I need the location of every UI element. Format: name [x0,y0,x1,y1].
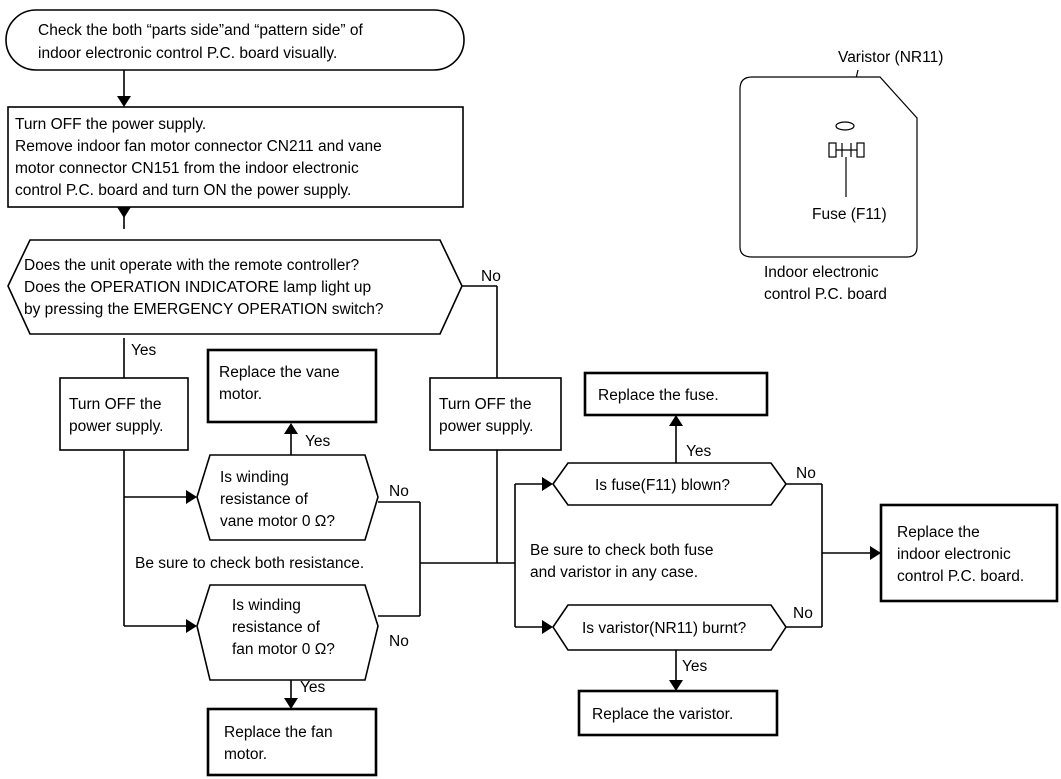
yes-label-varistor: Yes [682,658,708,675]
replace-varistor-box: Replace the varistor. [577,689,779,737]
replace-board-line-2: indoor electronic [897,546,1011,563]
replace-fan-line-2: motor. [224,746,267,763]
yes-label-fuse: Yes [686,443,712,460]
decision-varistor-text: Is varistor(NR11) burnt? [582,620,747,637]
start-text-line-2: indoor electronic control P.C. board vis… [38,45,337,62]
process-left-power-off: Turn OFF the power supply. [59,377,189,451]
process-power-off-remove-connectors: Turn OFF the power supply. Remove indoor… [7,106,464,208]
pc-board-illustration: Varistor (NR11) Fuse (F11) Indoor electr… [739,49,943,303]
no-label-vane: No [389,483,409,500]
board-outline [739,76,918,258]
fuse-label: Fuse (F11) [812,206,887,223]
left-power-off-line-2: power supply. [69,418,163,435]
replace-board-line-1: Replace the [897,524,980,541]
decision-fuse: Is fuse(F11) blown? [552,462,787,506]
left-power-off-line-1: Turn OFF the [69,396,161,413]
note-fuse-varistor-line-1: Be sure to check both fuse [530,542,714,559]
arrow-heads [117,96,881,709]
replace-vane-motor-box: Replace the vane motor. [206,348,378,424]
decision-vane-line-2: resistance of [220,491,309,508]
replace-fuse-text: Replace the fuse. [598,387,719,404]
yes-label-vane: Yes [305,433,331,450]
board-caption-line-1: Indoor electronic [764,264,879,281]
connector-lines [123,70,870,698]
process-mid-power-off: Turn OFF the power supply. [429,377,562,451]
process-line-3: motor connector CN151 from the indoor el… [15,160,359,177]
decision-fan-line-1: Is winding [232,597,301,614]
decision-fan-line-2: resistance of [232,619,321,636]
varistor-icon [835,121,855,131]
replace-vane-line-2: motor. [219,386,262,403]
replace-fan-motor-box: Replace the fan motor. [206,707,378,777]
decision-unit-line-3: by pressing the EMERGENCY OPERATION swit… [24,301,384,318]
replace-varistor-text: Replace the varistor. [592,706,733,723]
replace-board-line-3: control P.C. board. [897,568,1024,585]
no-label-fuse: No [796,465,816,482]
decision-vane-motor: Is winding resistance of vane motor 0 Ω? [196,454,379,541]
decision-unit-line-1: Does the unit operate with the remote co… [24,257,360,274]
decision-unit-line-2: Does the OPERATION INDICATORE lamp light… [24,279,371,296]
replace-fan-line-1: Replace the fan [224,724,333,741]
note-fuse-varistor-line-2: and varistor in any case. [530,564,698,581]
yes-label-unit: Yes [131,342,157,359]
no-label-fan: No [389,633,409,650]
mid-power-off-line-1: Turn OFF the [439,396,531,413]
no-label-varistor: No [793,605,813,622]
decision-unit-operate: Does the unit operate with the remote co… [7,239,463,335]
no-label-unit: No [481,268,501,285]
decision-vane-line-3: vane motor 0 Ω? [220,513,335,530]
fuse-icon [828,142,865,158]
varistor-label: Varistor (NR11) [838,49,943,66]
decision-vane-line-1: Is winding [220,469,289,486]
process-line-2: Remove indoor fan motor connector CN211 … [15,138,382,155]
start-terminal: Check the both “parts side”and “pattern … [5,9,465,71]
decision-fan-line-3: fan motor 0 Ω? [232,641,335,658]
mid-power-off-line-2: power supply. [439,418,533,435]
yes-label-fan: Yes [300,679,326,696]
decision-varistor: Is varistor(NR11) burnt? [552,604,787,651]
start-text-line-1: Check the both “parts side”and “pattern … [38,22,364,39]
decision-fan-motor: Is winding resistance of fan motor 0 Ω? [196,584,379,681]
note-both-resistance: Be sure to check both resistance. [135,555,364,572]
process-line-4: control P.C. board and turn ON the power… [15,182,351,199]
board-caption-line-2: control P.C. board [764,286,887,303]
decision-fuse-text: Is fuse(F11) blown? [595,477,730,494]
replace-board-box: Replace the indoor electronic control P.… [879,503,1059,603]
replace-vane-line-1: Replace the vane [219,364,340,381]
process-line-1: Turn OFF the power supply. [15,116,206,133]
replace-fuse-box: Replace the fuse. [583,371,769,417]
